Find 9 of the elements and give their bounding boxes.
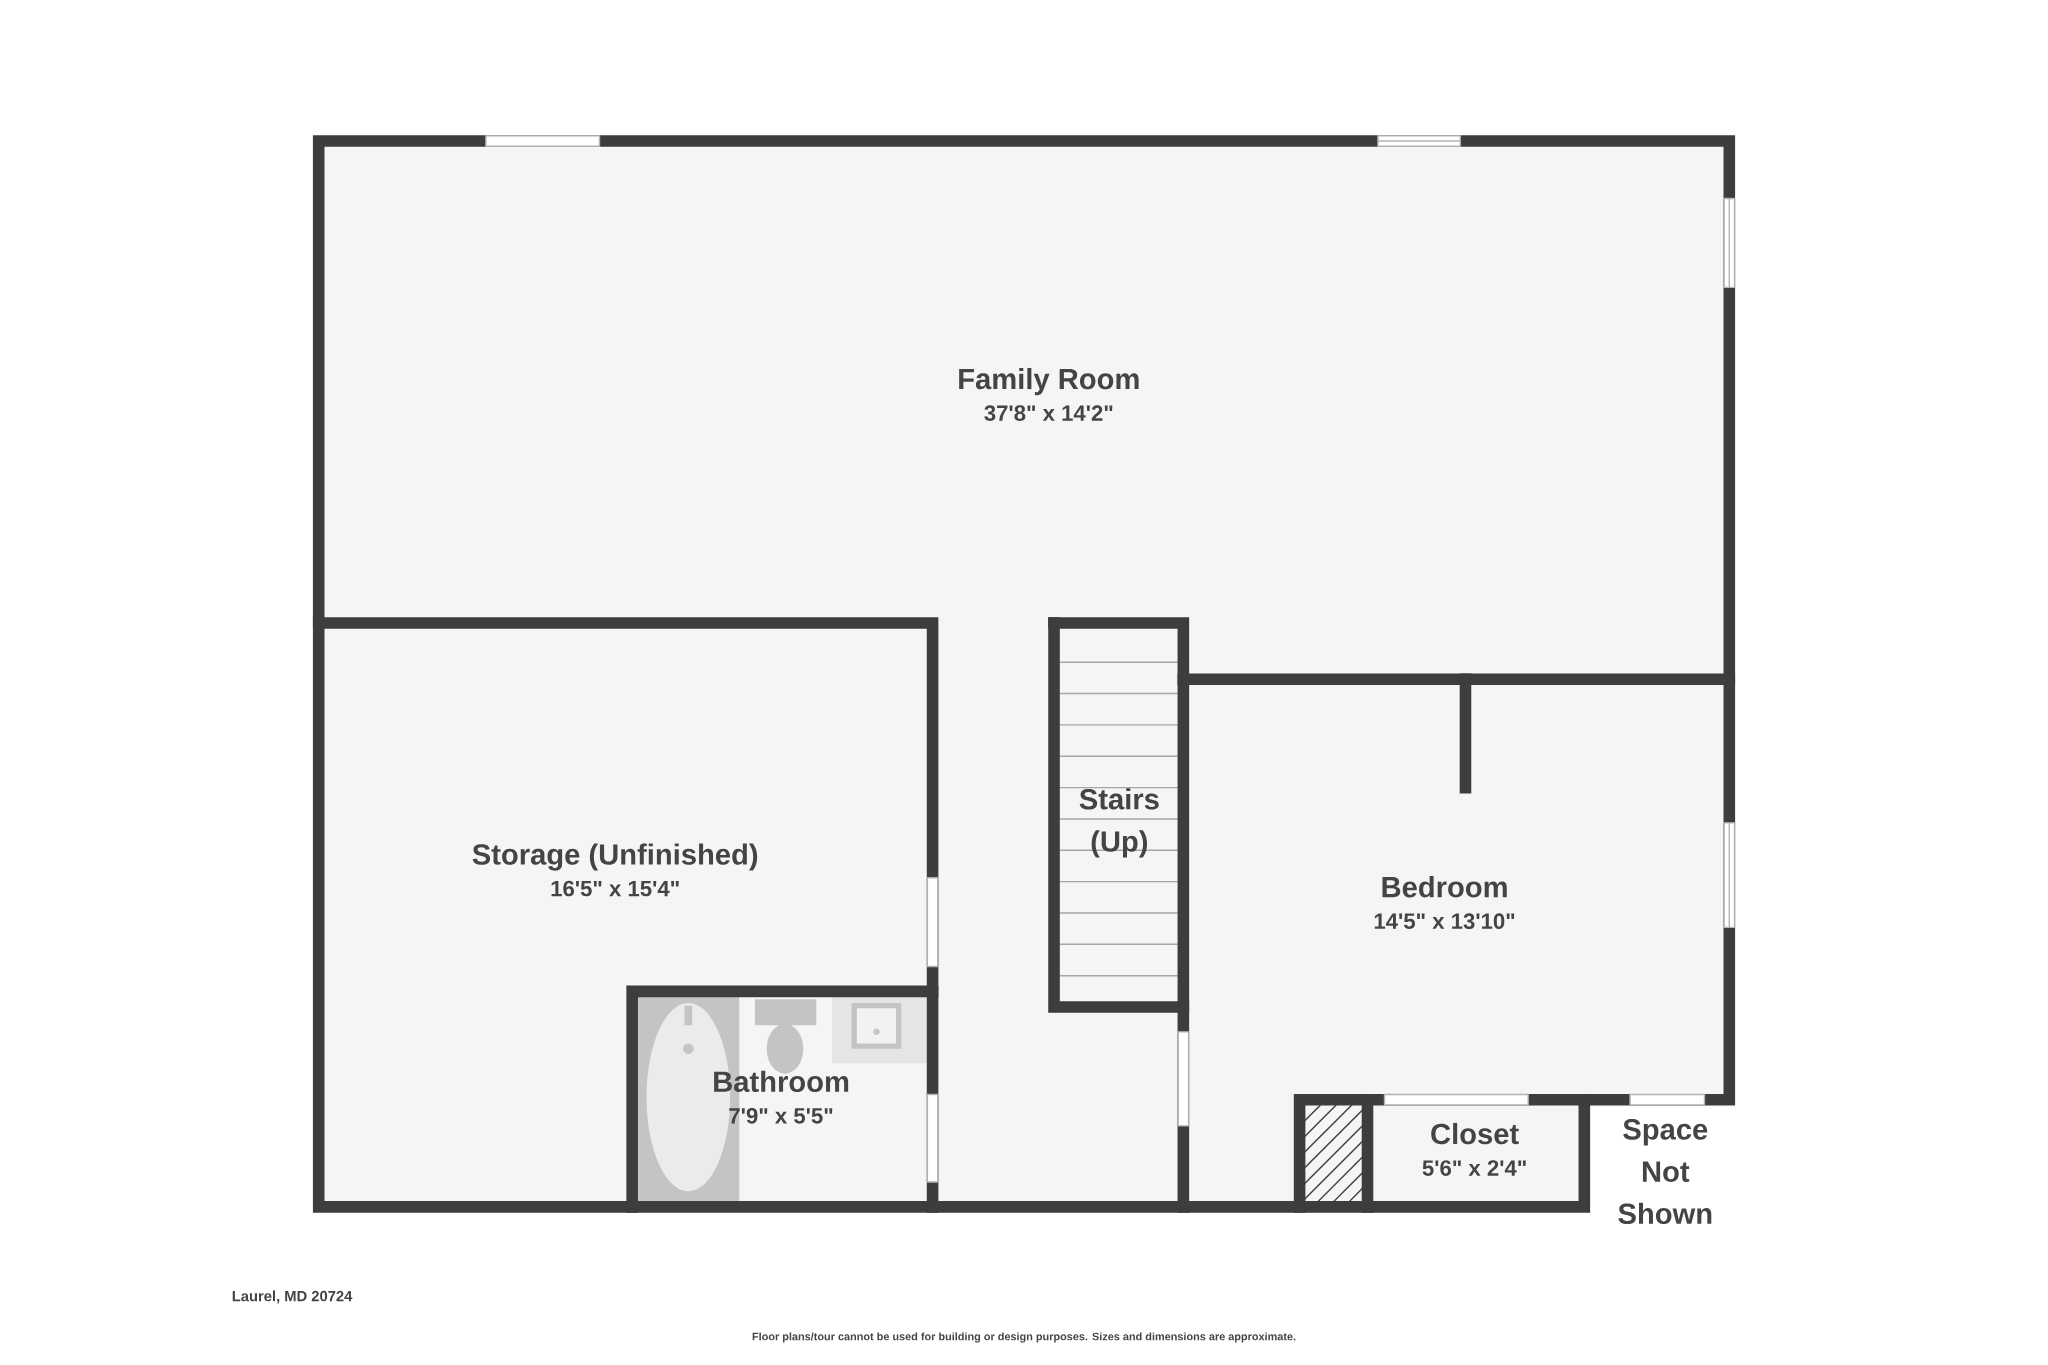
room-label: Storage (Unfinished) 16'5" x 15'4": [472, 843, 758, 897]
address-text: Laurel, MD 20724: [232, 1290, 353, 1304]
room-label: Bedroom 14'5" x 13'10": [1374, 876, 1515, 930]
disclaimer-note: Floor plans/tour cannot be used for building or design purposes. Sizes and dimensions are approximate.: [752, 1332, 1296, 1343]
area-label: Space Not Shown: [1618, 1119, 1712, 1225]
room-label: Bathroom 7'9" x 5'5": [714, 1070, 849, 1124]
room-label: Stairs (Up): [1079, 788, 1159, 858]
room-label: Closet 5'6" x 2'4": [1422, 1123, 1526, 1176]
room-label: Family Room 37'8" x 14'2": [959, 368, 1139, 422]
